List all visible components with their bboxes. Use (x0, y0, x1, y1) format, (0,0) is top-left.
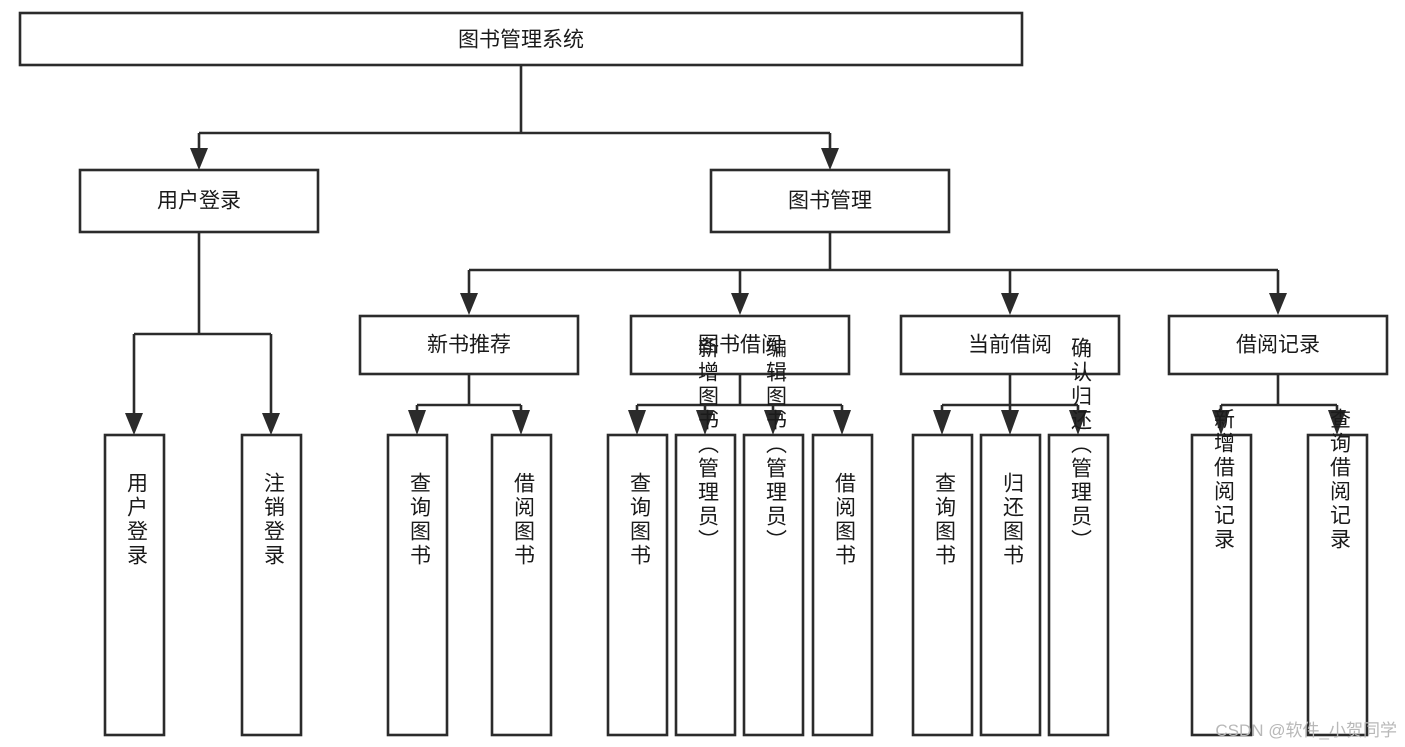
node-leaf-confirm-return-label: 确认归还（管理员） (1068, 337, 1092, 553)
arrow-head-leaf-query-record (1328, 410, 1346, 435)
node-current-borrow-box[interactable] (899, 314, 1121, 376)
node-leaf-query-book-b[interactable]: 查询图书 (606, 433, 669, 737)
node-user-login-box[interactable] (78, 168, 320, 234)
arrow-head-leaf-user-logout (262, 413, 280, 435)
node-leaf-query-book-c-label: 查询图书 (932, 472, 956, 568)
node-leaf-query-book-a-label: 查询图书 (407, 472, 431, 568)
arrow-head-new-book-rec (460, 293, 478, 315)
node-leaf-query-book-a-box[interactable] (386, 433, 449, 737)
node-leaf-add-book[interactable]: 新增图书（管理员） (674, 337, 737, 737)
connector-layer (125, 65, 1346, 435)
node-leaf-add-book-box[interactable] (674, 433, 737, 737)
node-book-manage-label: 图书管理 (788, 190, 872, 213)
node-leaf-add-record-box[interactable] (1190, 433, 1253, 737)
arrow-head-leaf-return-book (1001, 410, 1019, 435)
node-new-book-rec-box[interactable] (358, 314, 580, 376)
node-leaf-edit-book-label: 编辑图书（管理员） (763, 337, 787, 553)
node-leaf-query-book-b-label: 查询图书 (627, 472, 651, 568)
node-root-box[interactable] (18, 11, 1024, 67)
arrow-head-user-login (190, 148, 208, 170)
node-leaf-query-book-b-box[interactable] (606, 433, 669, 737)
node-leaf-user-logout-label: 注销登录 (261, 472, 285, 568)
node-borrow-record-box[interactable] (1167, 314, 1389, 376)
node-leaf-add-book-label: 新增图书（管理员） (695, 337, 719, 553)
node-leaf-query-record[interactable]: 查询借阅记录 (1306, 408, 1369, 737)
node-leaf-edit-book[interactable]: 编辑图书（管理员） (742, 337, 805, 737)
node-borrow-record[interactable]: 借阅记录 (1167, 314, 1389, 376)
node-leaf-user-login[interactable]: 用户登录 (103, 433, 166, 737)
node-new-book-rec[interactable]: 新书推荐 (358, 314, 580, 376)
node-leaf-add-record-label: 新增借阅记录 (1211, 408, 1235, 552)
arrow-head-leaf-query-book-c (933, 410, 951, 435)
node-leaf-confirm-return[interactable]: 确认归还（管理员） (1047, 337, 1110, 737)
node-leaf-confirm-return-box[interactable] (1047, 433, 1110, 737)
arrow-head-leaf-borrow-book-b (833, 410, 851, 435)
node-leaf-query-record-label: 查询借阅记录 (1327, 408, 1351, 552)
node-leaf-edit-book-box[interactable] (742, 433, 805, 737)
arrow-head-leaf-user-login (125, 413, 143, 435)
node-book-manage[interactable]: 图书管理 (709, 168, 951, 234)
node-book-borrow[interactable]: 图书借阅 (629, 314, 851, 376)
node-root[interactable]: 图书管理系统 (18, 11, 1024, 67)
node-leaf-borrow-book-b[interactable]: 借阅图书 (811, 433, 874, 737)
node-leaf-return-book[interactable]: 归还图书 (979, 433, 1042, 737)
arrow-head-leaf-borrow-book-a (512, 410, 530, 435)
node-leaf-user-login-label: 用户登录 (124, 472, 148, 568)
node-leaf-user-logout[interactable]: 注销登录 (240, 433, 303, 737)
node-leaf-return-book-label: 归还图书 (1000, 472, 1024, 568)
node-book-borrow-box[interactable] (629, 314, 851, 376)
arrow-head-leaf-confirm-return (1069, 410, 1087, 435)
node-root-label: 图书管理系统 (458, 29, 584, 52)
node-borrow-record-label: 借阅记录 (1236, 334, 1320, 357)
arrow-head-leaf-query-book-b (628, 410, 646, 435)
arrow-head-book-manage (821, 148, 839, 170)
node-leaf-user-login-box[interactable] (103, 433, 166, 737)
arrow-head-leaf-query-book-a (408, 410, 426, 435)
arrow-head-leaf-add-record (1212, 410, 1230, 435)
node-book-manage-box[interactable] (709, 168, 951, 234)
node-new-book-rec-label: 新书推荐 (427, 334, 511, 357)
node-leaf-borrow-book-b-box[interactable] (811, 433, 874, 737)
arrow-head-borrow-record (1269, 293, 1287, 315)
arrow-head-leaf-add-book (696, 410, 714, 435)
node-leaf-return-book-box[interactable] (979, 433, 1042, 737)
node-leaf-query-record-box[interactable] (1306, 433, 1369, 737)
node-current-borrow-label: 当前借阅 (968, 334, 1052, 357)
node-leaf-query-book-c-box[interactable] (911, 433, 974, 737)
node-leaf-add-record[interactable]: 新增借阅记录 (1190, 408, 1253, 737)
node-user-login-label: 用户登录 (157, 190, 241, 213)
node-leaf-user-logout-box[interactable] (240, 433, 303, 737)
node-user-login[interactable]: 用户登录 (78, 168, 320, 234)
node-book-borrow-label: 图书借阅 (698, 334, 782, 357)
node-leaf-borrow-book-b-label: 借阅图书 (832, 472, 856, 568)
node-leaf-borrow-book-a-label: 借阅图书 (511, 472, 535, 568)
arrow-head-book-borrow (731, 293, 749, 315)
node-leaf-query-book-c[interactable]: 查询图书 (911, 433, 974, 737)
node-leaf-query-book-a[interactable]: 查询图书 (386, 433, 449, 737)
node-leaf-borrow-book-a-box[interactable] (490, 433, 553, 737)
arrow-head-leaf-edit-book (764, 410, 782, 435)
arrow-head-current-borrow (1001, 293, 1019, 315)
node-leaf-borrow-book-a[interactable]: 借阅图书 (490, 433, 553, 737)
node-current-borrow[interactable]: 当前借阅 (899, 314, 1121, 376)
